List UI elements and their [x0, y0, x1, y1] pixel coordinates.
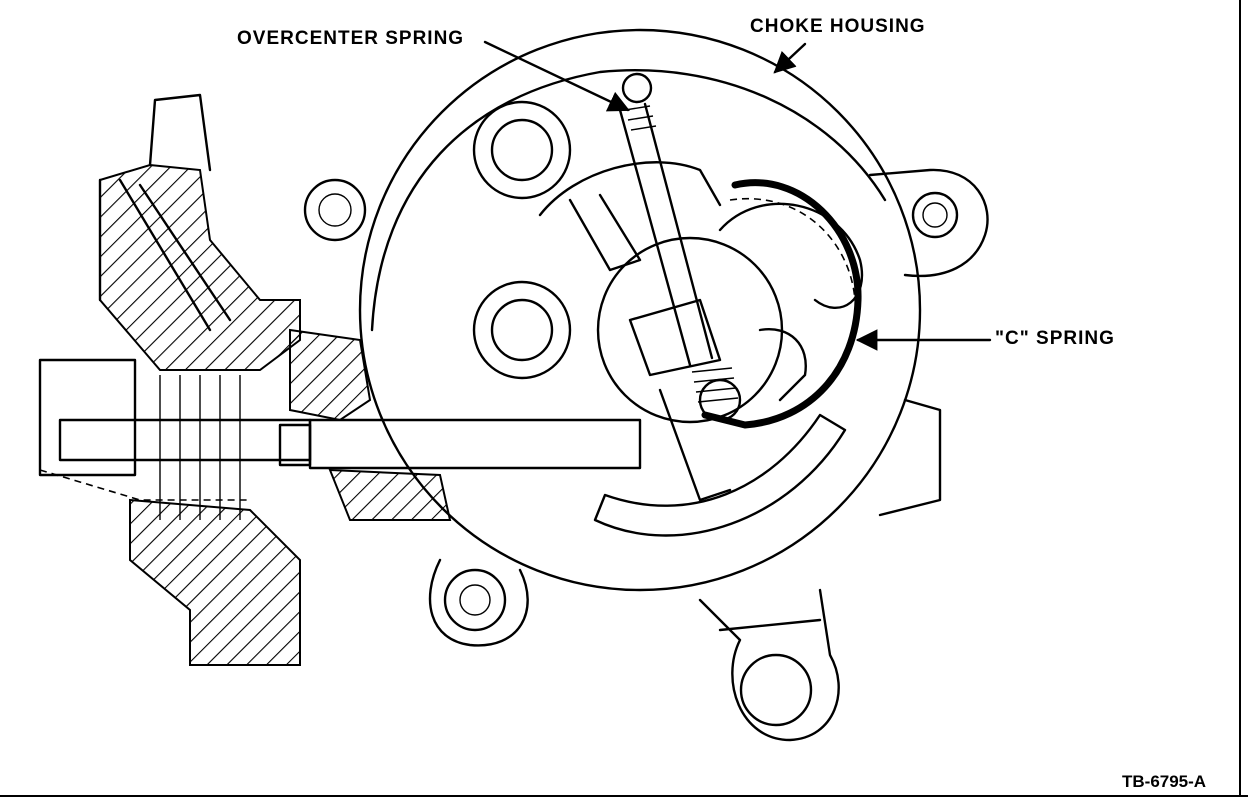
c-spring: [701, 179, 862, 429]
leader-lines: [483, 40, 992, 351]
choke-shaft: [38, 358, 642, 520]
choke-lever-mechanism: [538, 161, 863, 537]
overcenter-spring: [618, 72, 742, 422]
overcenter-spring-label: OVERCENTER SPRING: [237, 28, 465, 49]
mounting-bosses: [303, 100, 840, 742]
c-spring-label: "C" SPRING: [995, 328, 1115, 349]
figure-id-label: TB-6795-A: [1122, 772, 1207, 791]
carburetor-body-section: [98, 93, 452, 666]
choke-housing-label: CHOKE HOUSING: [750, 16, 926, 37]
choke-housing-outline: [358, 28, 989, 592]
